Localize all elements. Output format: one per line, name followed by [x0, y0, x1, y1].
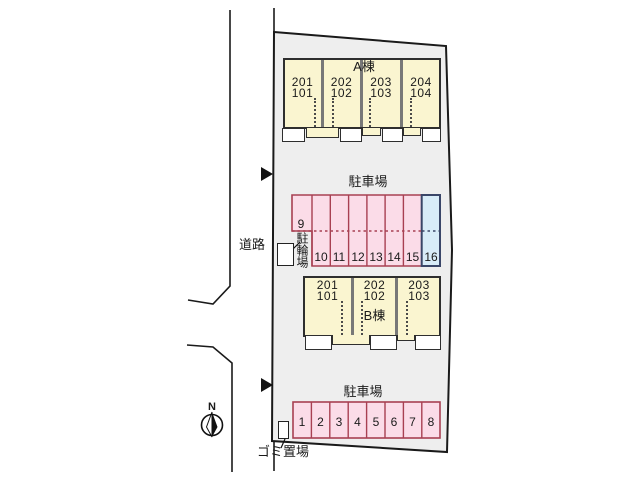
building-a-entrance	[403, 128, 421, 136]
parking-upper-label: 駐車場	[348, 174, 388, 189]
parking-space-number-1: 1	[298, 415, 306, 429]
parking-space-number-14: 14	[387, 250, 401, 264]
parking-lower-label: 駐車場	[343, 384, 383, 399]
bicycle-parking-box	[277, 243, 294, 266]
bicycle-parking-pointer	[292, 241, 301, 250]
stair-dotted-line	[332, 98, 334, 131]
garbage-box	[278, 421, 289, 439]
unit-label-b3: 203 103	[408, 278, 430, 303]
garbage-pointer	[280, 438, 286, 449]
parking-space-number-5: 5	[372, 415, 380, 429]
entrance-arrow-icon	[261, 167, 273, 181]
building-b-entrance	[397, 335, 415, 341]
building-b-divider	[395, 278, 398, 335]
building-a-divider	[400, 60, 403, 127]
garbage-label: ゴミ置場	[257, 444, 310, 459]
building-a-name: A棟	[353, 59, 375, 74]
stair-dotted-line	[314, 98, 316, 131]
building-b-porch	[415, 335, 441, 350]
parking-space-number-3: 3	[335, 415, 343, 429]
road-line-left-lower	[186, 344, 233, 472]
road-label: 道路	[239, 237, 266, 252]
building-a-porch	[422, 128, 441, 142]
building-a-porch	[282, 128, 305, 142]
unit-label-a1: 201 101	[291, 75, 314, 100]
unit-label-b2: 202 102	[363, 278, 386, 303]
unit-label-a2: 202 102	[330, 75, 353, 100]
building-b-divider	[351, 278, 354, 335]
parking-space-number-8: 8	[427, 415, 435, 429]
parking-lower-dividers	[310, 402, 423, 438]
parking-space-number-15: 15	[405, 250, 420, 264]
building-a-porch	[340, 128, 362, 142]
parking-space-number-11: 11	[332, 250, 346, 264]
parking-space-number-9: 9	[297, 217, 305, 231]
parking-space-number-16: 16	[424, 250, 438, 264]
parking-space-number-7: 7	[409, 415, 416, 429]
entrance-arrow-icon	[261, 378, 273, 392]
unit-label-a3: 203 103	[370, 75, 392, 100]
building-b-porch	[370, 335, 397, 350]
building-a-entrance	[306, 128, 339, 138]
unit-label-b1: 201 101	[316, 278, 339, 303]
stair-dotted-line	[406, 301, 408, 335]
building-a-porch	[382, 128, 403, 142]
parking-space-number-2: 2	[317, 415, 324, 429]
stair-dotted-line	[341, 301, 343, 339]
building-b-porch	[305, 335, 332, 350]
building-a-entrance	[362, 128, 381, 136]
parking-space-number-4: 4	[354, 415, 361, 429]
parking-space-number-10: 10	[314, 250, 328, 264]
unit-label-a4: 204 104	[410, 75, 432, 100]
building-b-name: B棟	[363, 308, 386, 323]
stair-dotted-line	[369, 98, 371, 131]
building-a-divider	[321, 60, 324, 127]
north-label: N	[208, 401, 216, 413]
building-a-divider	[360, 60, 363, 127]
parking-space-number-12: 12	[351, 250, 365, 264]
parking-space-number-6: 6	[390, 415, 398, 429]
bicycle-parking-label: 駐輪場	[295, 232, 309, 268]
stair-dotted-line	[410, 98, 412, 131]
parking-space-number-13: 13	[369, 250, 383, 264]
road-line-left-upper	[187, 10, 231, 305]
building-b-entrance	[332, 335, 370, 345]
north-compass-icon	[200, 411, 224, 438]
stair-dotted-line	[361, 301, 363, 339]
